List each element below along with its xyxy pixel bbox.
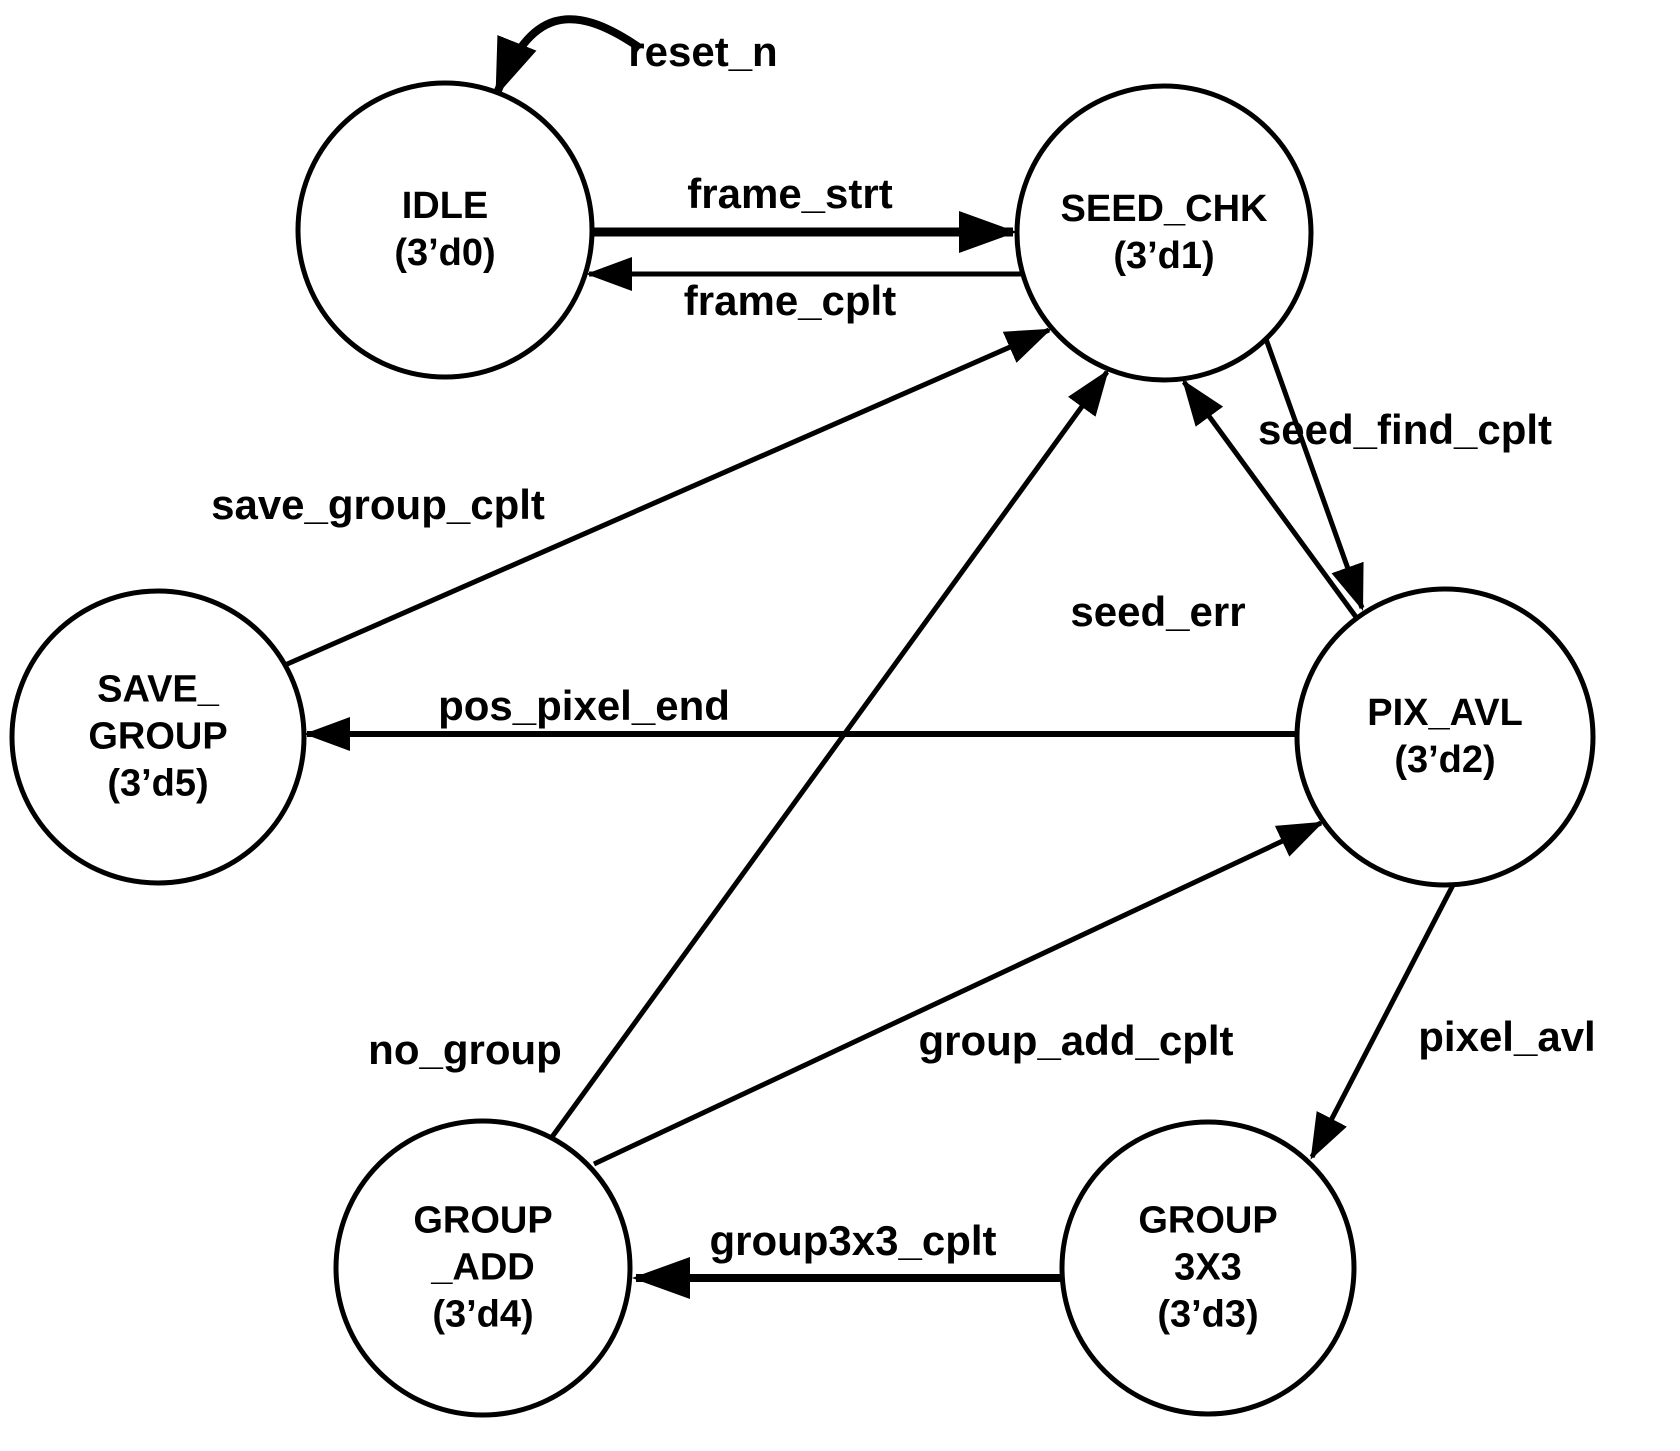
state-seed-chk-name: SEED_CHK: [1060, 188, 1268, 230]
state-pix-avl-label: PIX_AVL (3’d2): [1367, 690, 1523, 784]
transition-seed-find-cplt-arrow: [1263, 338, 1365, 611]
transition-group-add-cplt-arrow: [592, 820, 1324, 1167]
state-pix-avl-encoding: (3’d2): [1394, 739, 1496, 781]
state-group-3x3-circle: [1059, 1119, 1357, 1417]
state-save-group-name-line1: SAVE_: [97, 668, 219, 711]
state-idle-name: IDLE: [401, 185, 489, 227]
transition-pixel-avl-label: pixel_avl: [1418, 1013, 1596, 1060]
transition-group-add-cplt-label: group_add_cplt: [918, 1017, 1234, 1064]
transition-pos-pixel-end-label: pos_pixel_end: [438, 682, 730, 729]
transition-save-group-cplt-label: save_group_cplt: [211, 481, 545, 528]
state-save-group-name-line2: GROUP: [88, 715, 228, 758]
transition-reset-n-arrow: [493, 15, 643, 97]
state-save-group-label: SAVE_ GROUP (3’d5): [88, 667, 227, 808]
transition-group3x3-cplt-label: group3x3_cplt: [709, 1217, 997, 1264]
state-idle-encoding: (3’d0): [394, 232, 496, 274]
state-group-add-name-line1: GROUP: [413, 1199, 553, 1242]
state-seed-chk-encoding: (3’d1): [1113, 235, 1215, 277]
state-idle-circle: [295, 80, 595, 380]
transition-seed-find-cplt-label: seed_find_cplt: [1257, 406, 1553, 453]
transition-seed-err-arrow: [1181, 379, 1359, 619]
state-group-3x3-name-line2: 3X3: [1174, 1246, 1242, 1289]
state-seed-chk-label: SEED_CHK (3’d1): [1061, 186, 1268, 280]
state-group-add-encoding: (3’d4): [432, 1293, 534, 1336]
state-pix-avl-name: PIX_AVL: [1367, 692, 1523, 734]
transition-save-group-cplt-arrow: [283, 327, 1052, 668]
transition-no-group-label: no_group: [368, 1026, 562, 1073]
state-seed-chk-circle: [1014, 83, 1314, 383]
state-group-add-label: GROUP _ADD (3’d4): [413, 1198, 552, 1339]
transition-reset-n-label: reset_n: [628, 28, 778, 75]
transition-no-group-arrow: [549, 369, 1110, 1139]
transition-frame-cplt-label: frame_cplt: [683, 277, 897, 324]
state-group-3x3-name-line1: GROUP: [1138, 1199, 1278, 1242]
state-group-add-name-line2: _ADD: [431, 1246, 535, 1289]
transition-frame-strt-label: frame_strt: [687, 170, 893, 217]
state-group-add-circle: [333, 1118, 633, 1418]
state-idle-label: IDLE (3’d0): [394, 183, 495, 277]
state-group-3x3-label: GROUP 3X3 (3’d3): [1138, 1198, 1277, 1339]
state-save-group-encoding: (3’d5): [107, 762, 209, 805]
transition-pixel-avl-arrow: [1309, 883, 1456, 1160]
state-group-3x3-encoding: (3’d3): [1157, 1293, 1259, 1336]
state-save-group-circle: [9, 588, 307, 886]
transition-seed-err-label: seed_err: [1070, 588, 1246, 635]
state-pix-avl-circle: [1294, 586, 1596, 888]
